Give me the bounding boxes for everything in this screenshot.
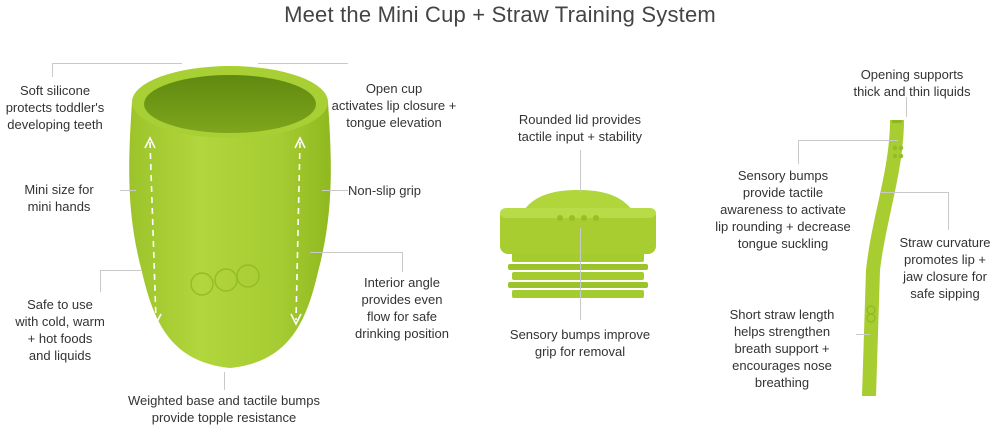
label-safe-to-use: Safe to use with cold, warm + hot foods … — [15, 297, 105, 363]
label-rounded-lid: Rounded lid provides tactile input + sta… — [518, 112, 642, 144]
ezpz-logo — [190, 264, 260, 296]
label-mini-size: Mini size for mini hands — [24, 182, 94, 214]
label-open-cup: Open cup activates lip closure + tongue … — [331, 81, 457, 130]
label-interior-angle: Interior angle provides even flow for sa… — [355, 275, 449, 341]
label-straw-sensory-bumps: Sensory bumps provide tactile awareness … — [715, 168, 851, 251]
label-short-straw-length: Short straw length helps strengthen brea… — [729, 307, 835, 390]
straw-lid-illustration — [500, 190, 656, 298]
mini-cup-illustration — [129, 66, 331, 368]
label-soft-silicone: Soft silicone protects toddler's develop… — [5, 83, 105, 132]
label-straw-curvature: Straw curvature promotes lip + jaw closu… — [899, 235, 991, 301]
straw-illustration — [862, 120, 904, 396]
label-opening: Opening supports thick and thin liquids — [853, 67, 971, 99]
label-weighted-base: Weighted base and tactile bumps provide … — [128, 393, 320, 425]
page-title: Meet the Mini Cup + Straw Training Syste… — [284, 2, 716, 27]
label-non-slip-grip: Non-slip grip — [348, 183, 421, 198]
label-sensory-bumps-grip: Sensory bumps improve grip for removal — [509, 327, 651, 359]
